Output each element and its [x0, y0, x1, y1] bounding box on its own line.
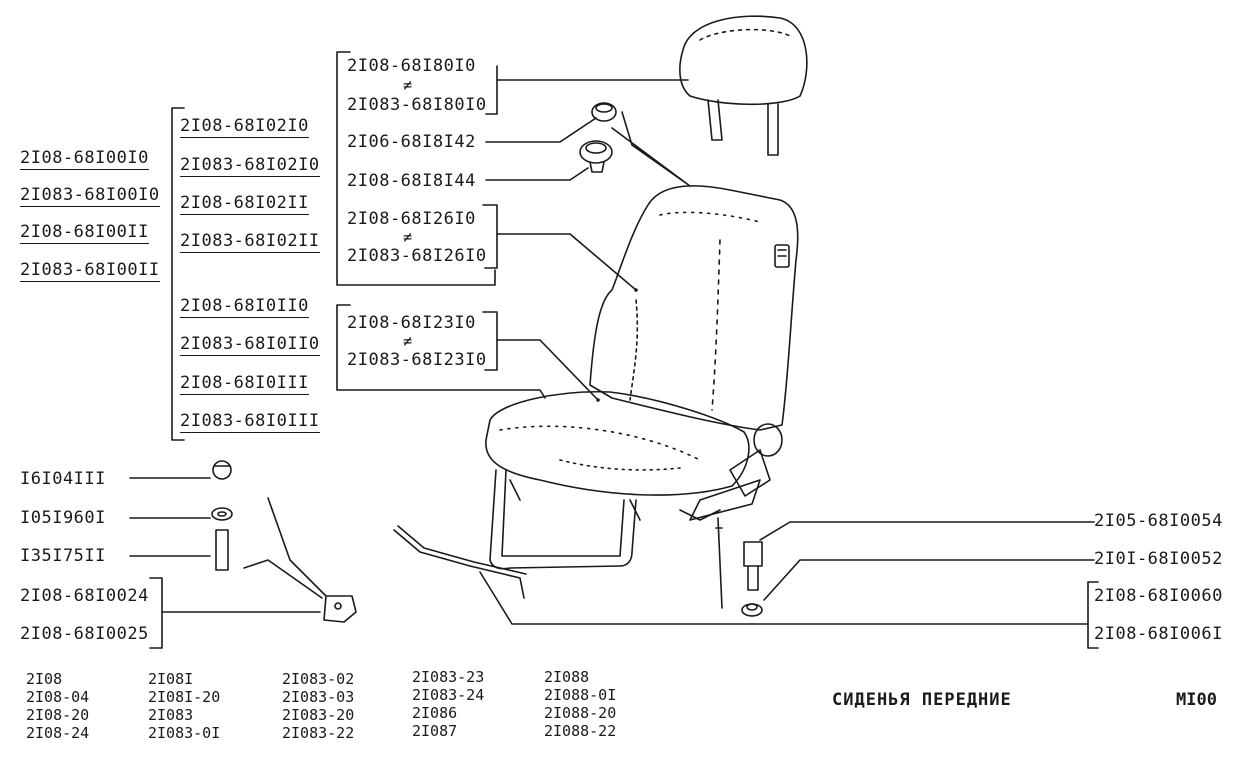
backrest-label-1: 2I08-68I26I0: [347, 209, 476, 229]
neq-symbol-2: ≠: [403, 228, 413, 246]
cover-upper-label-2: 2I083-68I02I0: [180, 155, 320, 177]
models-column-3: 2I083-02 2I083-03 2I083-20 2I083-22: [282, 670, 354, 742]
headrest-shape: [679, 15, 808, 106]
model-code: 2I088-0I: [544, 686, 617, 704]
section-code: MI00: [1176, 690, 1217, 710]
model-code: 2I08-20: [26, 706, 90, 724]
headrest-label-1: 2I08-68I80I0: [347, 56, 476, 76]
model-code: 2I08: [26, 670, 63, 688]
model-code: 2I083-20: [282, 706, 355, 724]
model-code: 2I088: [544, 668, 590, 686]
model-code: 2I083-03: [282, 688, 355, 706]
headrest-label-2: 2I083-68I80I0: [347, 95, 487, 115]
cover-lower-label-3: 2I08-68I0III: [180, 373, 309, 395]
model-code: 2I08-24: [26, 724, 90, 742]
model-code: 2I083-23: [412, 668, 485, 686]
model-code: 2I083: [148, 706, 194, 724]
spacer-label: 2I0I-68I0052: [1094, 549, 1223, 569]
model-code: 2I083-0I: [148, 724, 221, 742]
cover-upper-label-1: 2I08-68I02I0: [180, 116, 309, 138]
rod-label-2: 2I08-68I006I: [1094, 624, 1223, 644]
rod-label-1: 2I08-68I0060: [1094, 586, 1223, 606]
washer-label: I05I960I: [20, 508, 106, 528]
pin-label: I35I75II: [20, 546, 106, 566]
cover-lower-label-1: 2I08-68I0II0: [180, 296, 309, 318]
bushing-2-label: 2I08-68I8I44: [347, 171, 476, 191]
model-code: 2I08I: [148, 670, 194, 688]
bracket-box: [149, 577, 163, 649]
models-column-5: 2I088 2I088-0I 2I088-20 2I088-22: [544, 668, 616, 740]
cover-lower-label-4: 2I083-68I0III: [180, 411, 320, 433]
top-bracket: [336, 51, 496, 286]
model-code: 2I088-22: [544, 722, 617, 740]
models-column-1: 2I08 2I08-04 2I08-20 2I08-24: [26, 670, 89, 742]
cushion-shape: [485, 390, 750, 496]
cushion-label-1: 2I08-68I23I0: [347, 313, 476, 333]
model-code: 2I083-24: [412, 686, 485, 704]
bolt-label: 2I05-68I0054: [1094, 511, 1223, 531]
cover-upper-label-3: 2I08-68I02II: [180, 193, 309, 215]
neq-symbol-1: ≠: [403, 76, 413, 94]
model-code: 2I08-04: [26, 688, 90, 706]
left-bracket: [171, 107, 185, 441]
neq-symbol-3: ≠: [403, 332, 413, 350]
bushing-1-label: 2I06-68I8I42: [347, 132, 476, 152]
bracket-label-2: 2I08-68I0025: [20, 624, 149, 644]
cover-upper-label-4: 2I083-68I02II: [180, 231, 320, 253]
rod-bracket: [1087, 581, 1099, 649]
models-column-2: 2I08I 2I08I-20 2I083 2I083-0I: [148, 670, 220, 742]
assembly-label-4: 2I083-68I00II: [20, 260, 160, 282]
model-code: 2I086: [412, 704, 458, 722]
rod-shape: [393, 529, 525, 599]
model-code: 2I083-02: [282, 670, 355, 688]
cushion-label-2: 2I083-68I23I0: [347, 350, 487, 370]
model-code: 2I083-22: [282, 724, 355, 742]
nut-label: I6I04III: [20, 469, 106, 489]
model-code: 2I087: [412, 722, 458, 740]
model-code: 2I088-20: [544, 704, 617, 722]
bracket-label-1: 2I08-68I0024: [20, 586, 149, 606]
assembly-label-2: 2I083-68I00I0: [20, 185, 160, 207]
assembly-label-1: 2I08-68I00I0: [20, 148, 149, 170]
cushion-bracket: [336, 304, 546, 399]
cover-lower-label-2: 2I083-68I0II0: [180, 334, 320, 356]
model-code: 2I08I-20: [148, 688, 221, 706]
backrest-label-2: 2I083-68I26I0: [347, 246, 487, 266]
page-title: СИДЕНЬЯ ПЕРЕДНИЕ: [832, 690, 1012, 710]
models-column-4: 2I083-23 2I083-24 2I086 2I087: [412, 668, 484, 740]
backrest-shape: [589, 185, 799, 431]
assembly-label-3: 2I08-68I00II: [20, 222, 149, 244]
